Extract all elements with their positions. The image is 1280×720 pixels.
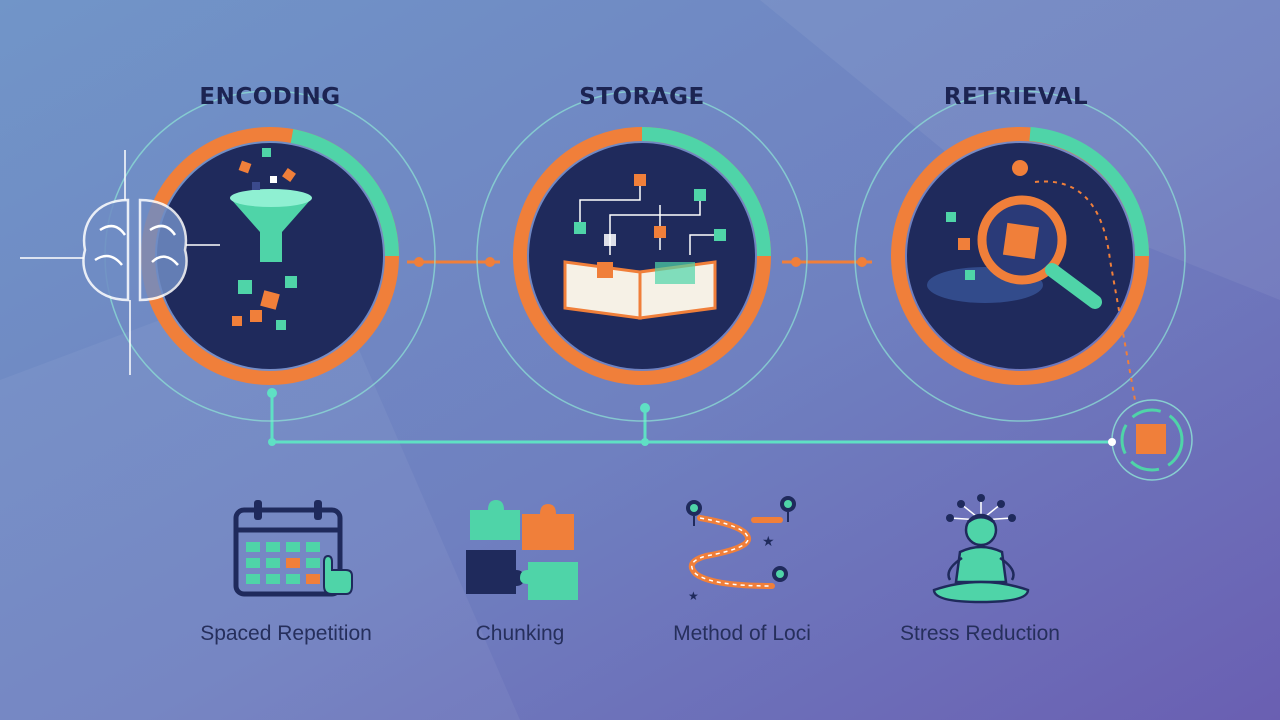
stage-encoding <box>20 90 436 422</box>
stage-title-storage: STORAGE <box>579 84 705 110</box>
technique-label-spaced-repetition: Spaced Repetition <box>200 622 372 645</box>
stage-storage <box>476 90 808 422</box>
technique-label-method-of-loci: Method of Loci <box>673 622 811 645</box>
technique-label-chunking: Chunking <box>475 622 565 645</box>
retrieved-item-node <box>1108 399 1193 481</box>
connector-nodes <box>267 257 867 446</box>
svg-text:★: ★ <box>762 534 775 550</box>
calendar-icon <box>233 500 353 597</box>
open-book-icon <box>563 174 726 320</box>
technique-label-stress-reduction: Stress Reduction <box>900 622 1060 645</box>
meditation-icon <box>932 494 1030 604</box>
stage-retrieval <box>854 90 1186 422</box>
puzzle-icon <box>466 500 578 600</box>
stage-title-retrieval: RETRIEVAL <box>943 84 1089 110</box>
magnifier-icon <box>927 160 1136 401</box>
path-map-icon: ★ ★ <box>686 496 796 602</box>
brain-icon <box>20 150 220 375</box>
funnel-icon <box>230 148 312 330</box>
stage-title-encoding: ENCODING <box>199 84 341 110</box>
svg-text:★: ★ <box>688 589 699 602</box>
